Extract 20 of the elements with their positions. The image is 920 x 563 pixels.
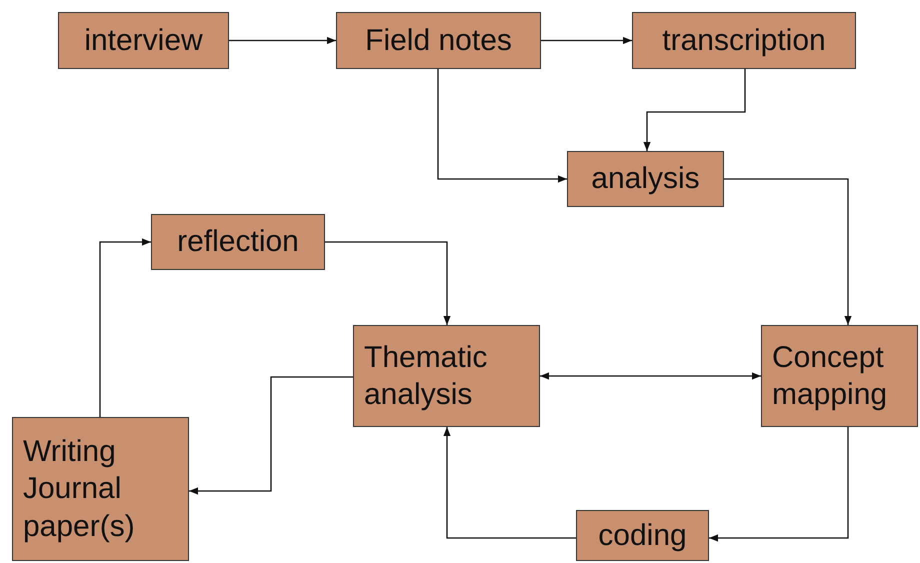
process-box: analysis — [567, 151, 724, 207]
process-box: Thematic analysis — [353, 325, 540, 427]
arrow — [99, 238, 151, 417]
arrow — [540, 372, 761, 380]
process-box: Concept mapping — [761, 325, 918, 427]
process-box: interview — [58, 12, 229, 69]
process-box: Writing Journal paper(s) — [12, 417, 189, 561]
arrow — [643, 69, 746, 151]
arrow — [443, 427, 576, 539]
process-box: reflection — [151, 214, 325, 270]
arrow — [325, 241, 451, 325]
arrow — [709, 427, 849, 542]
process-box: transcription — [632, 12, 856, 69]
arrow — [437, 69, 567, 183]
process-box: coding — [576, 510, 709, 561]
arrow — [189, 376, 353, 495]
arrow — [541, 36, 632, 44]
process-box: Field notes — [336, 12, 541, 69]
arrow — [229, 36, 336, 44]
arrow — [724, 178, 852, 325]
